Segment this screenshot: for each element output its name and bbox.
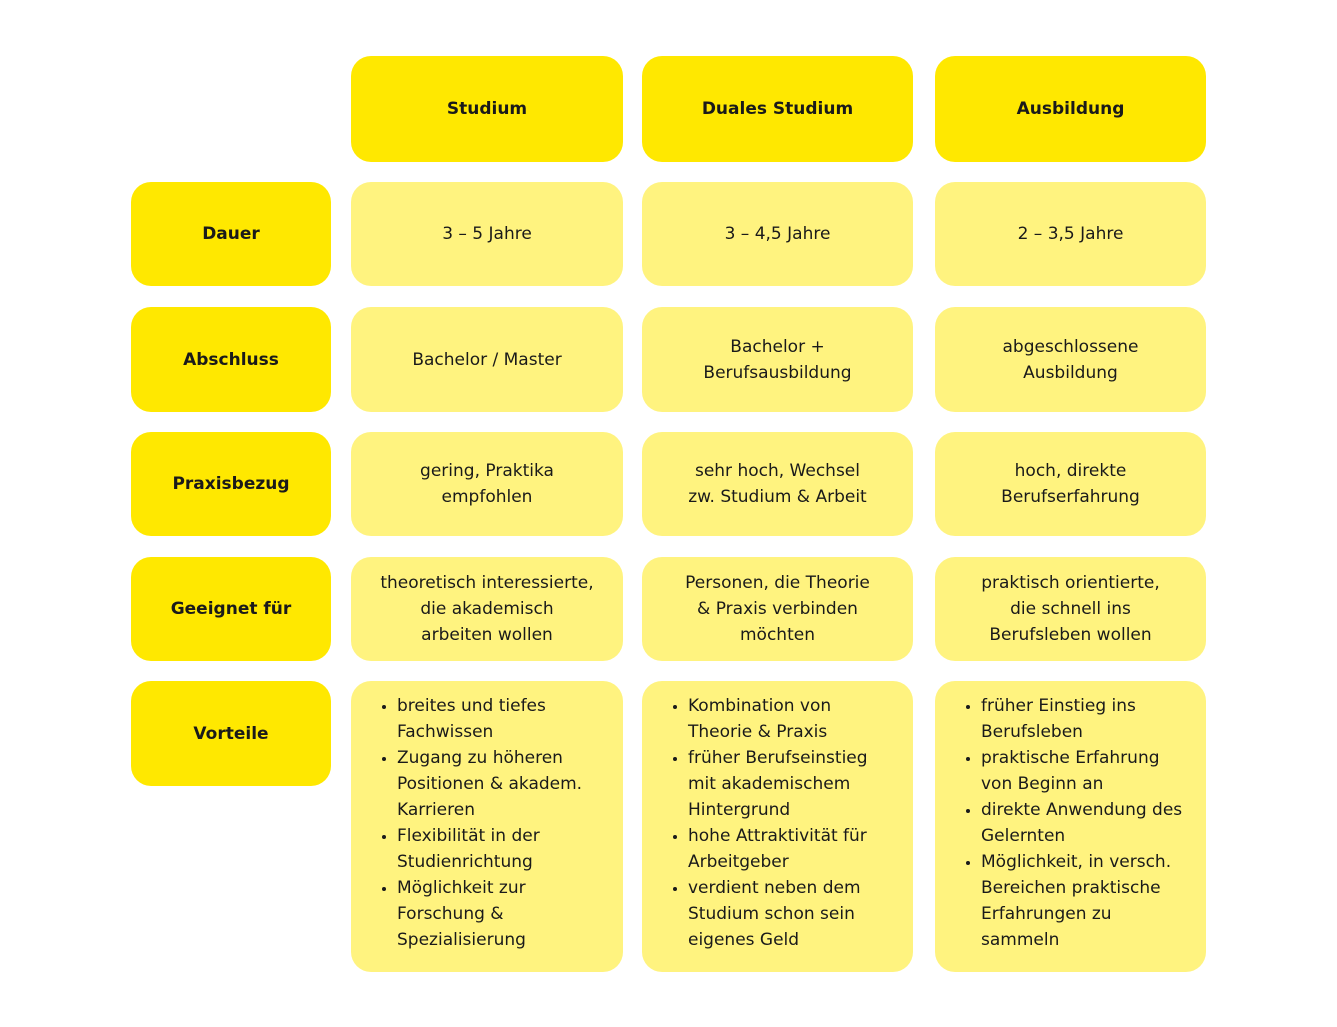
cell-vorteile-studium: breites und tiefes Fachwissen Zugang zu … [351,681,623,972]
cell-abschluss-ausbildung: abgeschlossene Ausbildung [935,307,1206,412]
cell-dauer-ausbildung: 2 – 3,5 Jahre [935,182,1206,286]
list-item: verdient neben dem Studium schon sein ei… [688,875,893,953]
cell-abschluss-studium: Bachelor / Master [351,307,623,412]
list-item: hohe Attraktivität für Arbeitgeber [688,823,893,875]
list-item: Möglichkeit zur Forschung & Spezialisier… [397,875,603,953]
cell-text: 2 – 3,5 Jahre [1017,224,1124,244]
row-header-dauer: Dauer [131,182,331,286]
list-item: Kombination von Theorie & Praxis [688,693,893,745]
row-header-label: Vorteile [193,723,269,744]
column-header-ausbildung: Ausbildung [935,56,1206,162]
cell-praxisbezug-duales-studium: sehr hoch, Wechsel zw. Studium & Arbeit [642,432,913,536]
cell-text: praktisch orientierte, die schnell ins B… [981,573,1160,645]
advantages-list: Kombination von Theorie & Praxis früher … [666,693,893,953]
cell-text: 3 – 5 Jahre [442,224,532,244]
column-header-duales-studium: Duales Studium [642,56,913,162]
list-item: breites und tiefes Fachwissen [397,693,603,745]
row-header-label: Abschluss [183,349,279,370]
list-item: Zugang zu höheren Positionen & akadem. K… [397,745,603,823]
cell-text: Personen, die Theorie & Praxis verbinden… [685,573,870,645]
cell-text: 3 – 4,5 Jahre [724,224,831,244]
list-item: praktische Erfahrung von Beginn an [981,745,1186,797]
cell-text: Bachelor / Master [412,349,562,370]
list-item: Möglichkeit, in versch. Bereichen prakti… [981,849,1186,953]
column-header-label: Duales Studium [701,99,854,119]
list-item: früher Berufseinstieg mit akademischem H… [688,745,893,823]
column-header-label: Studium [446,99,528,119]
cell-text: theoretisch interessierte, die akademisc… [380,573,594,645]
cell-geeignet-duales-studium: Personen, die Theorie & Praxis verbinden… [642,557,913,661]
cell-geeignet-ausbildung: praktisch orientierte, die schnell ins B… [935,557,1206,661]
cell-dauer-duales-studium: 3 – 4,5 Jahre [642,182,913,286]
cell-text: abgeschlossene Ausbildung [1002,336,1139,383]
cell-dauer-studium: 3 – 5 Jahre [351,182,623,286]
advantages-list: breites und tiefes Fachwissen Zugang zu … [375,693,603,953]
row-header-geeignet-fuer: Geeignet für [131,557,331,661]
cell-praxisbezug-studium: gering, Praktika empfohlen [351,432,623,536]
advantages-list: früher Einstieg ins Berufsleben praktisc… [959,693,1186,953]
cell-text: Bachelor + Berufsausbildung [703,336,852,383]
cell-text: sehr hoch, Wechsel zw. Studium & Arbeit [688,461,867,507]
row-header-label: Praxisbezug [172,474,290,494]
row-header-vorteile: Vorteile [131,681,331,786]
list-item: Flexibilität in der Studienrichtung [397,823,603,875]
cell-vorteile-duales-studium: Kombination von Theorie & Praxis früher … [642,681,913,972]
cell-text: gering, Praktika empfohlen [420,461,554,507]
cell-geeignet-studium: theoretisch interessierte, die akademisc… [351,557,623,661]
cell-abschluss-duales-studium: Bachelor + Berufsausbildung [642,307,913,412]
row-header-label: Dauer [202,224,260,244]
cell-text: hoch, direkte Berufserfahrung [1001,461,1140,507]
list-item: direkte Anwendung des Gelernten [981,797,1186,849]
cell-praxisbezug-ausbildung: hoch, direkte Berufserfahrung [935,432,1206,536]
column-header-studium: Studium [351,56,623,162]
column-header-label: Ausbildung [1016,99,1125,119]
list-item: früher Einstieg ins Berufsleben [981,693,1186,745]
row-header-abschluss: Abschluss [131,307,331,412]
cell-vorteile-ausbildung: früher Einstieg ins Berufsleben praktisc… [935,681,1206,972]
row-header-praxisbezug: Praxisbezug [131,432,331,536]
row-header-label: Geeignet für [170,599,292,619]
